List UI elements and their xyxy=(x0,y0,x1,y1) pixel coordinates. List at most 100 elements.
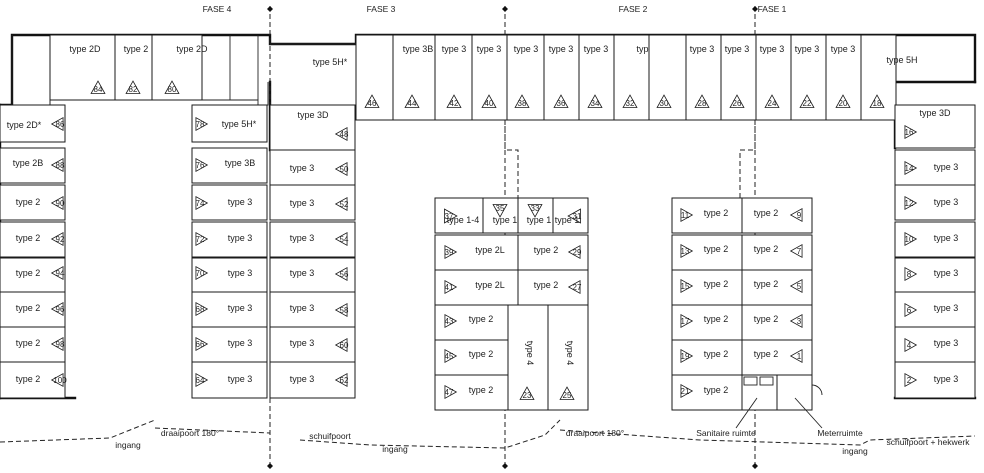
unit-outline xyxy=(894,326,976,363)
unit-marker-triangle xyxy=(125,80,141,94)
fixture xyxy=(759,376,774,386)
unit-marker-triangle xyxy=(519,386,535,400)
unit-type-label: type 2 xyxy=(754,279,779,289)
unit-marker-triangle xyxy=(680,207,694,223)
unit-number: 5 xyxy=(797,282,802,291)
unit-marker-triangle xyxy=(50,372,64,388)
unit-marker-triangle xyxy=(680,348,694,364)
unit-marker-triangle xyxy=(567,208,581,224)
unit-cell: 78 type 5H* xyxy=(191,104,268,143)
unit-marker-triangle xyxy=(164,80,180,94)
unit-type-label: type 3 xyxy=(290,233,315,243)
unit-number: 46 xyxy=(368,99,377,108)
unit-type-label: type 3 xyxy=(934,374,959,384)
unit-type-label: type 2 xyxy=(704,279,729,289)
unit-type-label: type 3 xyxy=(690,44,715,54)
unit-type-label: type 4 xyxy=(565,341,575,366)
unit-cell: 34 type 3 xyxy=(578,34,615,121)
unit-outline xyxy=(671,304,743,341)
unit-type-label: type 2 xyxy=(16,338,41,348)
annotation-layer: draaipoort 180°ingangschuifpoortingangdr… xyxy=(115,397,970,456)
unit-number: 78 xyxy=(196,120,205,129)
unit-marker-triangle xyxy=(195,231,209,247)
phase-boundary-jog xyxy=(739,120,756,198)
phase-label: FASE 4 xyxy=(203,4,232,14)
unit-outline xyxy=(894,257,976,294)
unit-number: 62 xyxy=(340,376,349,385)
unit-outline xyxy=(671,374,743,411)
unit-type-label: type 5H* xyxy=(222,119,257,129)
unit-outline xyxy=(471,34,508,121)
unit-number: 24 xyxy=(768,99,777,108)
unit-type-label: type 3B xyxy=(225,158,256,168)
unit-outline xyxy=(825,34,862,121)
unit-number: 82 xyxy=(129,85,138,94)
unit-type-label: type 3 xyxy=(584,44,609,54)
unit-marker-triangle xyxy=(444,208,458,224)
unit-marker-triangle xyxy=(527,204,543,218)
unit-number: 40 xyxy=(485,99,494,108)
unit-type-label: type 2 xyxy=(754,349,779,359)
unit-type-label: type 3 xyxy=(934,233,959,243)
unit-type-label: type 2D xyxy=(69,44,101,54)
unit-outline xyxy=(434,339,509,376)
unit-number: 31 xyxy=(573,212,582,221)
unit-marker-triangle xyxy=(764,94,780,108)
unit-outline xyxy=(671,197,743,234)
unit-outline xyxy=(434,269,519,306)
unit-type-label: type 2 xyxy=(16,197,41,207)
unit-outline xyxy=(269,221,356,258)
unit-number: 28 xyxy=(698,99,707,108)
unit-type-label: type 3D xyxy=(919,108,951,118)
unit-marker-triangle xyxy=(656,94,672,108)
phase-marker xyxy=(752,463,758,469)
unit-marker-triangle xyxy=(444,384,458,400)
unit-outline xyxy=(191,221,268,258)
unit-marker-triangle xyxy=(514,94,530,108)
unit-marker-triangle xyxy=(50,157,64,173)
unit-cell: 5 type 2 xyxy=(741,269,813,306)
unit-marker-triangle xyxy=(559,386,575,400)
unit-type-label: type 2D* xyxy=(7,120,42,130)
unit-outline xyxy=(671,339,743,376)
unit-number: 34 xyxy=(591,99,600,108)
unit-marker-triangle xyxy=(334,126,348,142)
unit-number: 86 xyxy=(56,120,65,129)
unit-number: 94 xyxy=(56,269,65,278)
unit-number: 29 xyxy=(573,248,582,257)
unit-number: 8 xyxy=(907,270,912,279)
unit-outline xyxy=(741,197,813,234)
unit-marker-triangle xyxy=(444,313,458,329)
unit-marker-triangle xyxy=(334,266,348,282)
unit-number: 17 xyxy=(681,317,690,326)
unit-number: 42 xyxy=(450,99,459,108)
unit-number: 74 xyxy=(196,199,205,208)
unit-type-label: type 3 xyxy=(549,44,574,54)
unit-marker-triangle xyxy=(334,337,348,353)
unit-type-label: type 3B xyxy=(403,44,434,54)
unit-cell: 28 type 3 xyxy=(685,34,722,121)
unit-outline xyxy=(741,304,813,341)
annotation-label: draaipoort 180° xyxy=(566,428,624,438)
door-swing xyxy=(811,384,823,396)
